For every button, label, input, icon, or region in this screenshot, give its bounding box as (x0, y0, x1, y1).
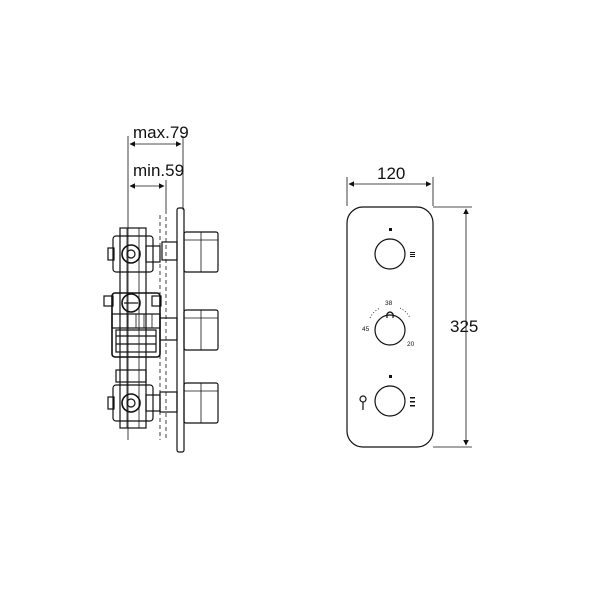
temp-label-45: 45 (362, 326, 370, 333)
max-dimension: max.79 (127, 123, 189, 440)
handle-side-bottom (183, 382, 219, 424)
knob-top[interactable] (374, 228, 415, 270)
outlet-symbol-bottom (410, 397, 415, 407)
outlet-symbol-top (410, 252, 415, 257)
temp-label-20: 20 (407, 341, 415, 348)
cover-plate-front (346, 206, 434, 448)
knob-thermostat[interactable]: 38 45 20 (362, 300, 415, 348)
spindle-middle (159, 317, 178, 341)
max-dimension-label: max.79 (133, 123, 189, 142)
temp-label-38: 38 (385, 300, 393, 307)
handle-side-top (183, 231, 219, 273)
valve-body (103, 227, 162, 429)
spindle-top (161, 241, 178, 261)
handle-side-middle (183, 309, 219, 351)
width-dimension: 120 (346, 164, 434, 206)
width-dimension-label: 120 (377, 164, 405, 183)
knob-top-marker (389, 228, 392, 231)
knob-bottom[interactable] (359, 375, 415, 417)
spindle-bottom (159, 391, 178, 413)
knob-bottom-marker (389, 375, 392, 378)
min-dimension-label: min.59 (133, 161, 184, 180)
knob-thermostat-pointer (386, 311, 394, 318)
height-dimension: 325 (433, 206, 478, 448)
height-dimension-label: 325 (450, 317, 478, 336)
side-view: max.79 min.59 (103, 123, 219, 453)
shower-hand-icon (359, 395, 367, 410)
min-dimension: min.59 (129, 161, 184, 210)
front-view: 120 325 38 45 20 (346, 164, 478, 448)
cover-plate-side (176, 207, 185, 453)
